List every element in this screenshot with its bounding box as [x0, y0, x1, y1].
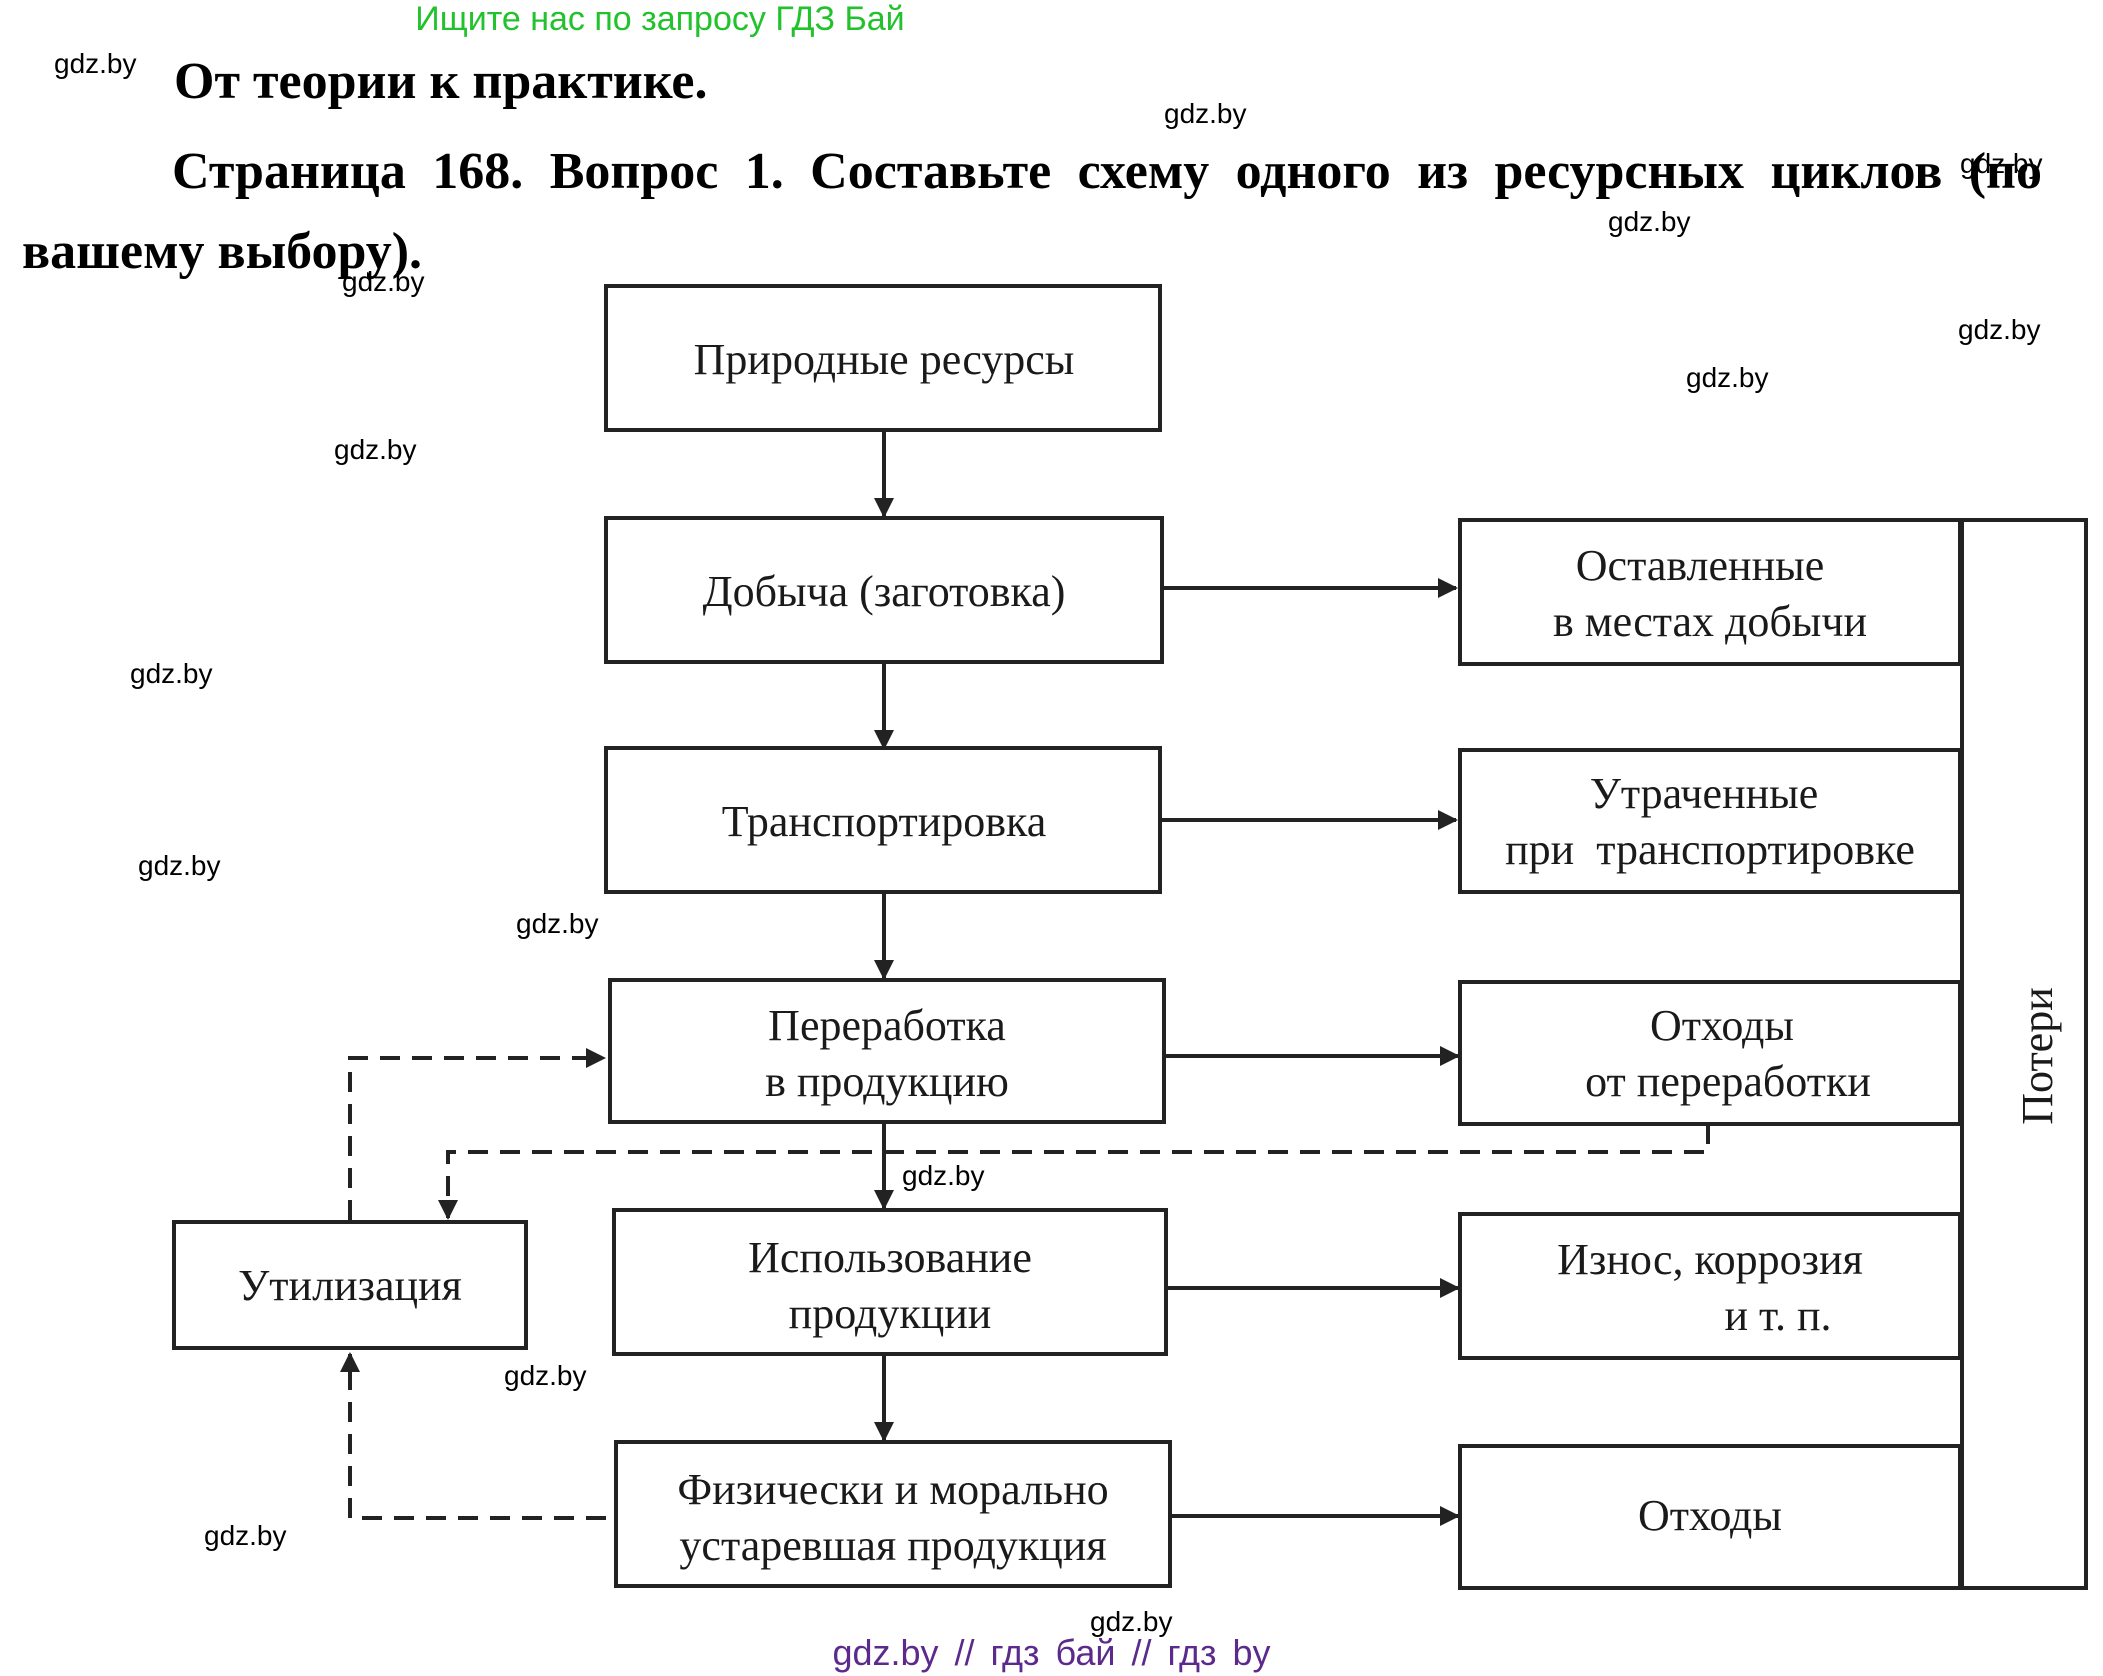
box-usage-line1: Использование [748, 1233, 1032, 1282]
box-usage [612, 1208, 1168, 1356]
box-processing [608, 978, 1166, 1124]
task-text: Страница 168. Вопрос 1. Составьте схему … [22, 143, 2042, 280]
watermark: gdz.by [516, 908, 599, 939]
watermark: gdz.by [342, 266, 425, 297]
box-processing-waste [1458, 980, 1962, 1126]
watermark: gdz.by [54, 48, 137, 79]
watermark: gdz.by [204, 1520, 287, 1551]
box-natural-resources [604, 284, 1162, 432]
box-left-at-sites-line1: Оставленные [1576, 541, 1824, 590]
box-waste [1458, 1444, 1962, 1590]
box-obsolete [614, 1440, 1172, 1588]
box-losses [1960, 518, 2088, 1590]
box-lost-in-transport-line1: Утраченные [1590, 769, 1819, 818]
watermark: gdz.by [504, 1360, 587, 1391]
dashed-utilization-to-processing [348, 1048, 606, 1220]
dashed-waste-to-utilization [438, 1124, 1710, 1220]
box-transportation [604, 746, 1162, 894]
box-obsolete-line1: Физически и морально [677, 1465, 1108, 1514]
watermark: gdz.by [138, 850, 221, 881]
box-transportation-label: Транспортировка [722, 797, 1047, 846]
box-processing-waste-line1: Отходы [1650, 1001, 1794, 1050]
box-processing-line2: в продукцию [765, 1057, 1009, 1106]
watermark: gdz.by [1090, 1606, 1173, 1637]
watermark: gdz.by [1608, 206, 1691, 237]
watermark: gdz.by [1960, 148, 2043, 179]
watermark: gdz.by [1164, 98, 1247, 129]
box-processing-waste-line2: от переработки [1585, 1057, 1871, 1106]
box-losses-label: Потери [2013, 987, 2062, 1125]
box-utilization-label: Утилизация [238, 1261, 462, 1310]
box-wear [1458, 1212, 1962, 1360]
watermark: gdz.by [1686, 362, 1769, 393]
watermark: gdz.by [1958, 314, 2041, 345]
box-wear-line1: Износ, коррозия [1557, 1235, 1863, 1284]
dashed-obsolete-to-utilization [340, 1352, 606, 1520]
box-waste-label: Отходы [1638, 1491, 1782, 1540]
search-hint-link[interactable]: Ищите нас по запросу ГДЗ Бай [415, 0, 905, 38]
box-obsolete-line2: устаревшая продукция [679, 1521, 1106, 1570]
section-heading: От теории к практике. [174, 53, 708, 110]
watermark: gdz.by [334, 434, 417, 465]
box-left-at-sites-line2: в местах добычи [1553, 597, 1867, 646]
box-processing-line1: Переработка [768, 1001, 1006, 1050]
watermark: gdz.by [902, 1160, 985, 1191]
box-usage-line2: продукции [789, 1289, 992, 1338]
footer-links[interactable]: gdz.by // гдз бай // гдз by [832, 1632, 1271, 1673]
box-left-at-sites [1458, 518, 1962, 666]
box-lost-in-transport [1458, 748, 1962, 894]
box-extraction [604, 516, 1164, 664]
box-extraction-label: Добыча (заготовка) [703, 567, 1066, 616]
box-lost-in-transport-line2: при транспортировке [1505, 825, 1915, 874]
box-wear-line2: и т. п. [1724, 1291, 1831, 1340]
watermark: gdz.by [130, 658, 213, 689]
box-utilization [172, 1220, 528, 1350]
box-natural-resources-label: Природные ресурсы [694, 335, 1075, 384]
